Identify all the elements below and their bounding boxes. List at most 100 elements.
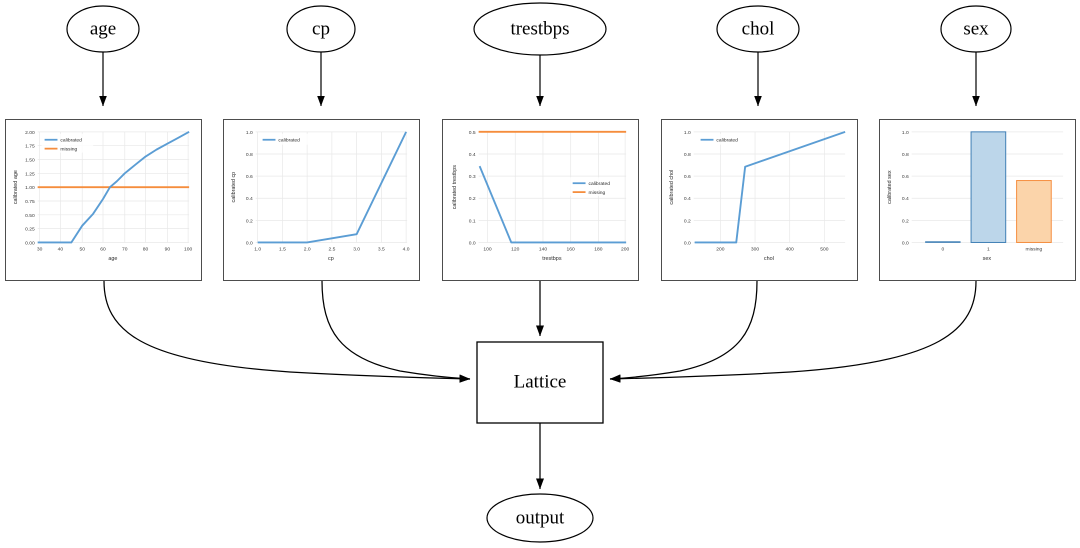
svg-text:0.8: 0.8	[246, 152, 253, 158]
svg-text:40: 40	[58, 246, 64, 252]
xlabel-cp: cp	[328, 256, 334, 262]
svg-text:1.0: 1.0	[254, 246, 261, 252]
svg-text:80: 80	[143, 246, 149, 252]
legend-cp: calibrated	[259, 133, 312, 145]
svg-text:400: 400	[786, 246, 795, 252]
svg-text:3.0: 3.0	[353, 246, 360, 252]
svg-text:0.25: 0.25	[25, 227, 35, 233]
svg-text:0.2: 0.2	[469, 196, 476, 202]
node-trestbps[interactable]: trestbps	[473, 2, 607, 56]
svg-text:0.2: 0.2	[684, 218, 691, 224]
yticks-age: 0.00 0.25 0.50 0.75 1.00 1.25 1.50 1.75 2.00	[25, 130, 35, 247]
svg-text:4.0: 4.0	[403, 246, 410, 252]
series-trestbps-calibrated	[478, 165, 627, 244]
svg-text:90: 90	[165, 246, 171, 252]
svg-text:missing: missing	[1026, 246, 1043, 252]
xlabel-age: age	[108, 256, 117, 262]
node-age[interactable]: age	[66, 5, 140, 53]
edge-chol-panel-to-lattice	[609, 280, 758, 383]
svg-text:1.25: 1.25	[25, 171, 35, 177]
svg-text:1.50: 1.50	[25, 157, 35, 163]
series-chol-calibrated	[694, 130, 846, 244]
node-age-label: age	[90, 18, 116, 39]
plot-panel-age[interactable]: 0.00 0.25 0.50 0.75 1.00 1.25 1.50 1.75 2.00…	[5, 119, 202, 281]
svg-text:1.0: 1.0	[684, 130, 691, 136]
xlabel-sex: sex	[983, 256, 992, 262]
node-trestbps-label: trestbps	[510, 18, 569, 39]
yticks-chol: 0.00.2 0.40.6 0.81.0	[684, 130, 691, 247]
svg-text:0.4: 0.4	[246, 196, 253, 202]
svg-text:0.0: 0.0	[246, 240, 253, 246]
svg-text:1.0: 1.0	[246, 130, 253, 136]
series-age-calibrated	[37, 131, 190, 244]
legend-trestbps-calibrated: calibrated	[589, 181, 611, 187]
svg-text:70: 70	[122, 246, 128, 252]
grid-cp	[255, 131, 408, 243]
svg-text:0.75: 0.75	[25, 199, 35, 205]
svg-text:1.00: 1.00	[25, 185, 35, 191]
ylabel-trestbps: calibrated trestbps	[452, 165, 458, 210]
legend-cp-calibrated: calibrated	[278, 138, 300, 144]
svg-text:200: 200	[621, 246, 630, 252]
svg-text:2.0: 2.0	[304, 246, 311, 252]
svg-text:0.2: 0.2	[902, 218, 909, 224]
svg-text:0.6: 0.6	[902, 174, 909, 180]
svg-text:0.4: 0.4	[684, 196, 691, 202]
xticks-cp: 1.0 1.5 2.0 2.5 3.0 3.5 4.0	[254, 246, 410, 252]
svg-text:180: 180	[594, 246, 603, 252]
legend-age-missing: missing	[60, 147, 77, 153]
svg-text:0.6: 0.6	[684, 174, 691, 180]
node-cp[interactable]: cp	[286, 5, 356, 53]
svg-text:0.4: 0.4	[469, 152, 476, 158]
legend-age: calibrated missing	[41, 133, 94, 153]
legend-chol-calibrated: calibrated	[716, 138, 738, 144]
bars-sex	[925, 131, 1052, 243]
legend-age-calibrated: calibrated	[60, 138, 82, 144]
svg-text:0.0: 0.0	[469, 240, 476, 246]
xlabel-chol: chol	[764, 256, 774, 262]
svg-text:100: 100	[483, 246, 492, 252]
svg-text:0.8: 0.8	[684, 152, 691, 158]
node-sex[interactable]: sex	[940, 5, 1012, 53]
svg-text:0: 0	[941, 246, 944, 252]
svg-text:0.5: 0.5	[469, 130, 476, 136]
node-lattice[interactable]: Lattice	[476, 341, 604, 424]
node-sex-label: sex	[963, 18, 989, 39]
svg-text:3.5: 3.5	[378, 246, 385, 252]
svg-text:2.00: 2.00	[25, 130, 35, 136]
svg-text:0.50: 0.50	[25, 213, 35, 219]
ylabel-sex: calibrated sex	[887, 170, 893, 204]
svg-text:0.6: 0.6	[246, 174, 253, 180]
svg-text:140: 140	[539, 246, 548, 252]
svg-text:100: 100	[184, 246, 193, 252]
svg-text:1.5: 1.5	[279, 246, 286, 252]
svg-text:500: 500	[820, 246, 829, 252]
svg-text:2.5: 2.5	[328, 246, 335, 252]
ylabel-age: calibrated age	[13, 170, 19, 204]
node-output-label: output	[516, 507, 565, 528]
svg-text:0.2: 0.2	[246, 218, 253, 224]
svg-text:0.0: 0.0	[902, 240, 909, 246]
svg-text:1: 1	[987, 246, 990, 252]
legend-chol: calibrated	[697, 133, 750, 145]
plot-panel-cp[interactable]: 0.0 0.2 0.4 0.6 0.8 1.0 1.0 1.5 2.0 2.5 3.0 3.…	[223, 119, 420, 281]
yticks-trestbps: 0.00.1 0.20.3 0.40.5	[469, 130, 476, 247]
svg-text:1.75: 1.75	[25, 144, 35, 150]
node-chol[interactable]: chol	[716, 5, 800, 53]
node-output[interactable]: output	[486, 493, 594, 543]
legend-trestbps-missing: missing	[589, 190, 606, 196]
svg-text:0.3: 0.3	[469, 174, 476, 180]
svg-text:60: 60	[100, 246, 106, 252]
svg-text:0.8: 0.8	[902, 152, 909, 158]
svg-text:0.00: 0.00	[25, 240, 35, 246]
grid-chol	[693, 131, 846, 243]
ylabel-cp: calibrated cp	[231, 172, 237, 203]
svg-text:300: 300	[751, 246, 760, 252]
svg-text:120: 120	[511, 246, 520, 252]
